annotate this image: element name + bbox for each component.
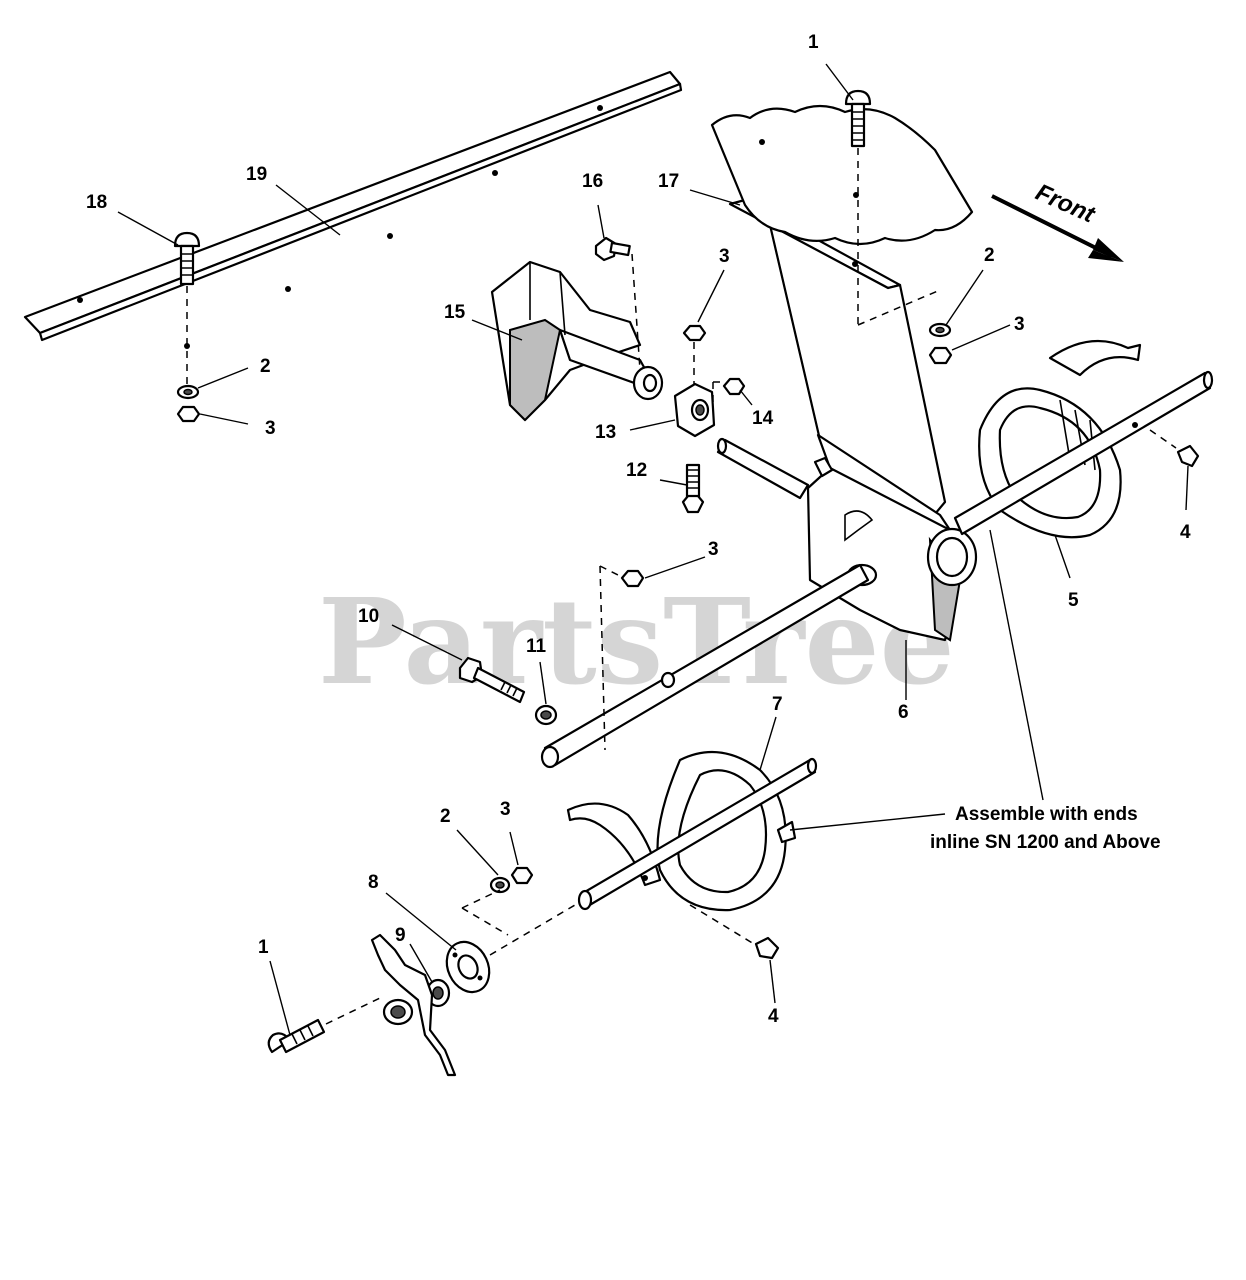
callout-3-mid-upper: 3	[719, 246, 730, 267]
callout-6: 6	[898, 702, 909, 723]
nut-mid	[599, 565, 645, 751]
carriage-bolt-part-18	[173, 231, 201, 390]
assembly-note-line-1: Assemble with ends	[955, 804, 1138, 825]
callout-13: 13	[595, 422, 616, 443]
callout-2-bottom: 2	[440, 806, 451, 827]
flange-bearing-part-8	[445, 904, 576, 994]
callout-2-top-right: 2	[984, 245, 995, 266]
bracket-part-15	[490, 260, 664, 422]
callout-9: 9	[395, 925, 406, 946]
nut-above-clamp	[682, 324, 707, 385]
set-screw-part-4-right	[1149, 429, 1200, 468]
bolt-part-12	[681, 463, 705, 514]
callout-17: 17	[658, 171, 679, 192]
callout-12: 12	[626, 460, 647, 481]
callout-3-mid: 3	[708, 539, 719, 560]
auger-shaft	[540, 370, 1214, 769]
assembly-note-line-2: inline SN 1200 and Above	[930, 832, 1161, 853]
callout-18: 18	[86, 192, 107, 213]
washer-nut-left	[176, 384, 201, 423]
callout-8: 8	[368, 872, 379, 893]
callout-4-right: 4	[1180, 522, 1191, 543]
washer-part-11	[534, 704, 558, 726]
washer-nut-top-right	[928, 322, 953, 365]
set-screw-part-4-bottom	[689, 904, 780, 960]
assembly-note: Assemble with ends inline SN 1200 and Ab…	[930, 804, 1161, 853]
clamp-block-part-13	[673, 382, 716, 438]
callout-19: 19	[246, 164, 267, 185]
callout-4-bottom: 4	[768, 1006, 779, 1027]
callout-labels: 1 18 19 16 17 3 2 3 15 2 3 14 13 12 4 3 …	[86, 32, 1191, 1027]
bolt-part-10	[458, 656, 526, 704]
carriage-bolt-part-1-bottom	[267, 997, 381, 1054]
callout-15: 15	[444, 302, 466, 323]
callout-14: 14	[752, 408, 774, 429]
carriage-bolt-part-1-top	[844, 89, 941, 326]
callout-3-left: 3	[265, 418, 276, 439]
callout-10: 10	[358, 606, 379, 627]
auger-spiral-part-7	[566, 750, 818, 912]
callout-1-bottom: 1	[258, 937, 269, 958]
nut-part-14	[712, 377, 746, 410]
callout-16: 16	[582, 171, 603, 192]
callout-2-left: 2	[260, 356, 271, 377]
callout-11: 11	[526, 636, 547, 657]
front-direction-arrow: Front	[991, 179, 1124, 262]
housing-deck-fragment	[710, 104, 974, 246]
callout-1-top: 1	[808, 32, 819, 53]
callout-3-top-right: 3	[1014, 314, 1025, 335]
bolt-part-16	[594, 236, 641, 371]
callout-5: 5	[1068, 590, 1079, 611]
callout-3-bottom: 3	[500, 799, 511, 820]
washer-nut-bottom	[461, 866, 534, 936]
side-plate	[370, 933, 457, 1077]
callout-7: 7	[772, 694, 783, 715]
leader-lines	[117, 63, 1189, 1036]
